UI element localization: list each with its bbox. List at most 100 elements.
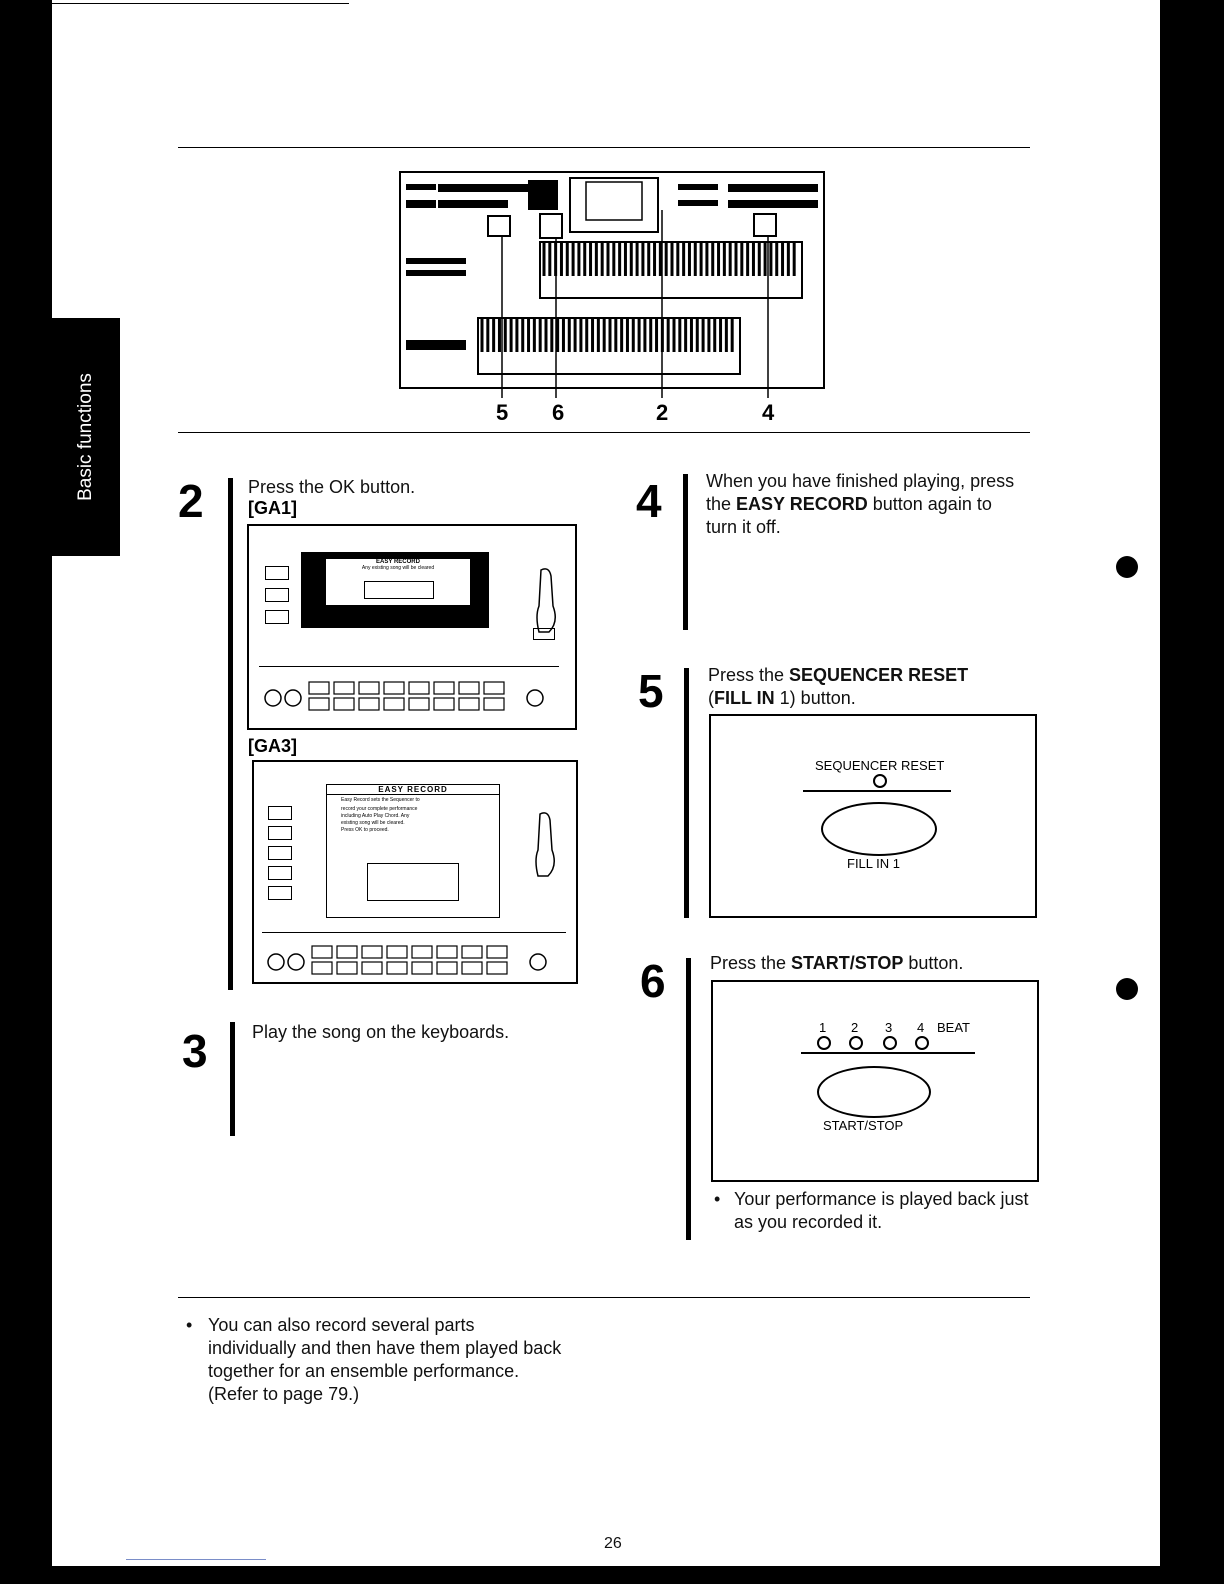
ga3-left-button-5 [268, 886, 292, 900]
beat-4-led [915, 1036, 929, 1050]
panel-button [386, 945, 408, 959]
ga1-screen-title: EASY RECORD [376, 559, 420, 565]
start-stop-panel: 1 2 3 4 BEAT START/STOP [711, 980, 1039, 1182]
ga1-left-button-2 [265, 588, 289, 602]
rule-mid [178, 432, 1030, 433]
panel-button [333, 681, 355, 695]
start-stop-button[interactable] [817, 1066, 931, 1118]
fill-in-1-button[interactable] [821, 802, 937, 856]
panel-button [383, 681, 405, 695]
step-3-number: 3 [182, 1025, 208, 1077]
beat-line [801, 1052, 975, 1054]
step-4-number: 4 [636, 475, 662, 527]
step-6-bullet-text: Your performance is played back just as … [734, 1189, 1029, 1232]
panel-button [483, 697, 505, 711]
ga3-screen-line-5: Press OK to proceed. [341, 827, 389, 833]
panel-button [358, 681, 380, 695]
pointing-hand-icon [535, 566, 556, 633]
start-stop-label: START/STOP [823, 1118, 904, 1133]
step-4-text-post: button again to turn it off. [706, 494, 992, 537]
panel-button [308, 697, 330, 711]
step-2-bar [228, 478, 233, 990]
bottom-note: • You can also record several parts indi… [186, 1314, 566, 1406]
step-6-text-bold: START/STOP [791, 953, 904, 973]
bullet-mark: • [714, 1189, 721, 1209]
ga3-left-button-3 [268, 846, 292, 860]
ga1-screen-line: Any existing song will be cleared [361, 565, 435, 571]
ga3-screen-line-4: existing song will be cleared. [341, 820, 405, 826]
panel-button [284, 689, 302, 707]
step-6-text-pre: Press the [710, 953, 792, 973]
panel-button [529, 953, 547, 971]
ga3-track-buttons [367, 863, 459, 901]
panel-button [333, 697, 355, 711]
ga3-label: [GA3] [248, 736, 297, 756]
ga3-screen-line-3: including Auto Play Chord. Any [341, 813, 410, 819]
callout-2: 2 [656, 400, 669, 425]
beat-1-led [817, 1036, 831, 1050]
sequencer-reset-line [803, 790, 951, 792]
panel-button [408, 681, 430, 695]
panel-button [433, 697, 455, 711]
ga1-button-row [263, 676, 563, 712]
step-2-number: 2 [178, 475, 204, 527]
bottom-edge-line [126, 1559, 266, 1560]
ga1-right-button [533, 628, 555, 640]
keyboard-diagram [399, 171, 825, 398]
beat-2-led [849, 1036, 863, 1050]
panel-button [383, 697, 405, 711]
sequencer-reset-panel: SEQUENCER RESET FILL IN 1 [709, 714, 1037, 918]
panel-button [436, 961, 458, 975]
rule-bottom [178, 1297, 1030, 1298]
step-5-text-mid: ( [708, 688, 714, 708]
top-edge-line [52, 3, 349, 4]
panel-button [433, 681, 455, 695]
step-3-text: Play the song on the keyboards. [252, 1022, 510, 1042]
step-5-text-post: 1) button. [774, 688, 856, 708]
ga3-screen-line-1: Easy Record sets the Sequencer to [341, 797, 420, 803]
panel-button [486, 961, 508, 975]
ga3-divider [262, 932, 566, 933]
panel-button [411, 945, 433, 959]
panel-button [361, 945, 383, 959]
panel-button [311, 961, 333, 975]
beat-3-label: 3 [885, 1020, 893, 1035]
bottom-note-text: You can also record several parts indivi… [208, 1315, 562, 1404]
beat-4-label: 4 [917, 1020, 925, 1035]
beat-2-label: 2 [851, 1020, 859, 1035]
panel-button [461, 961, 483, 975]
step-4-text-pre: When you have finished playing, press th… [706, 471, 1015, 514]
panel-button [287, 953, 305, 971]
fill-in-1-label: FILL IN 1 [847, 856, 900, 871]
ga1-panel: EASY RECORD Any existing song will be cl… [247, 524, 577, 730]
beat-1-label: 1 [819, 1020, 827, 1035]
callout-5: 5 [496, 400, 509, 425]
panel-button [311, 945, 333, 959]
panel-button [436, 945, 458, 959]
panel-button [461, 945, 483, 959]
ga1-screen: EASY RECORD Any existing song will be cl… [301, 552, 489, 628]
panel-button [386, 961, 408, 975]
step-5-text-bold: SEQUENCER RESET [789, 665, 969, 685]
panel-button [486, 945, 508, 959]
panel-button [458, 681, 480, 695]
ga3-screen: EASY RECORD Easy Record sets the Sequenc… [326, 784, 500, 918]
callout-6: 6 [552, 400, 565, 425]
margin-dot-1 [1116, 556, 1138, 578]
step-5-text-pre: Press the [708, 665, 790, 685]
panel-button [336, 945, 358, 959]
panel-button [408, 697, 430, 711]
step-5-number: 5 [638, 665, 664, 717]
beat-label: BEAT [937, 1020, 970, 1035]
panel-button [458, 697, 480, 711]
rule-top [178, 147, 1030, 148]
ga1-track-buttons [364, 581, 434, 599]
ga1-left-button-3 [265, 610, 289, 624]
ga1-label: [GA1] [248, 498, 297, 518]
step-4-text: When you have finished playing, press th… [706, 470, 1016, 539]
panel-button [308, 681, 330, 695]
section-tab: Basic functions [52, 318, 120, 556]
step-5-bar [684, 668, 689, 918]
step-4-text-bold: EASY RECORD [736, 494, 868, 514]
ga3-screen-line-2: record your complete performance [341, 806, 418, 812]
